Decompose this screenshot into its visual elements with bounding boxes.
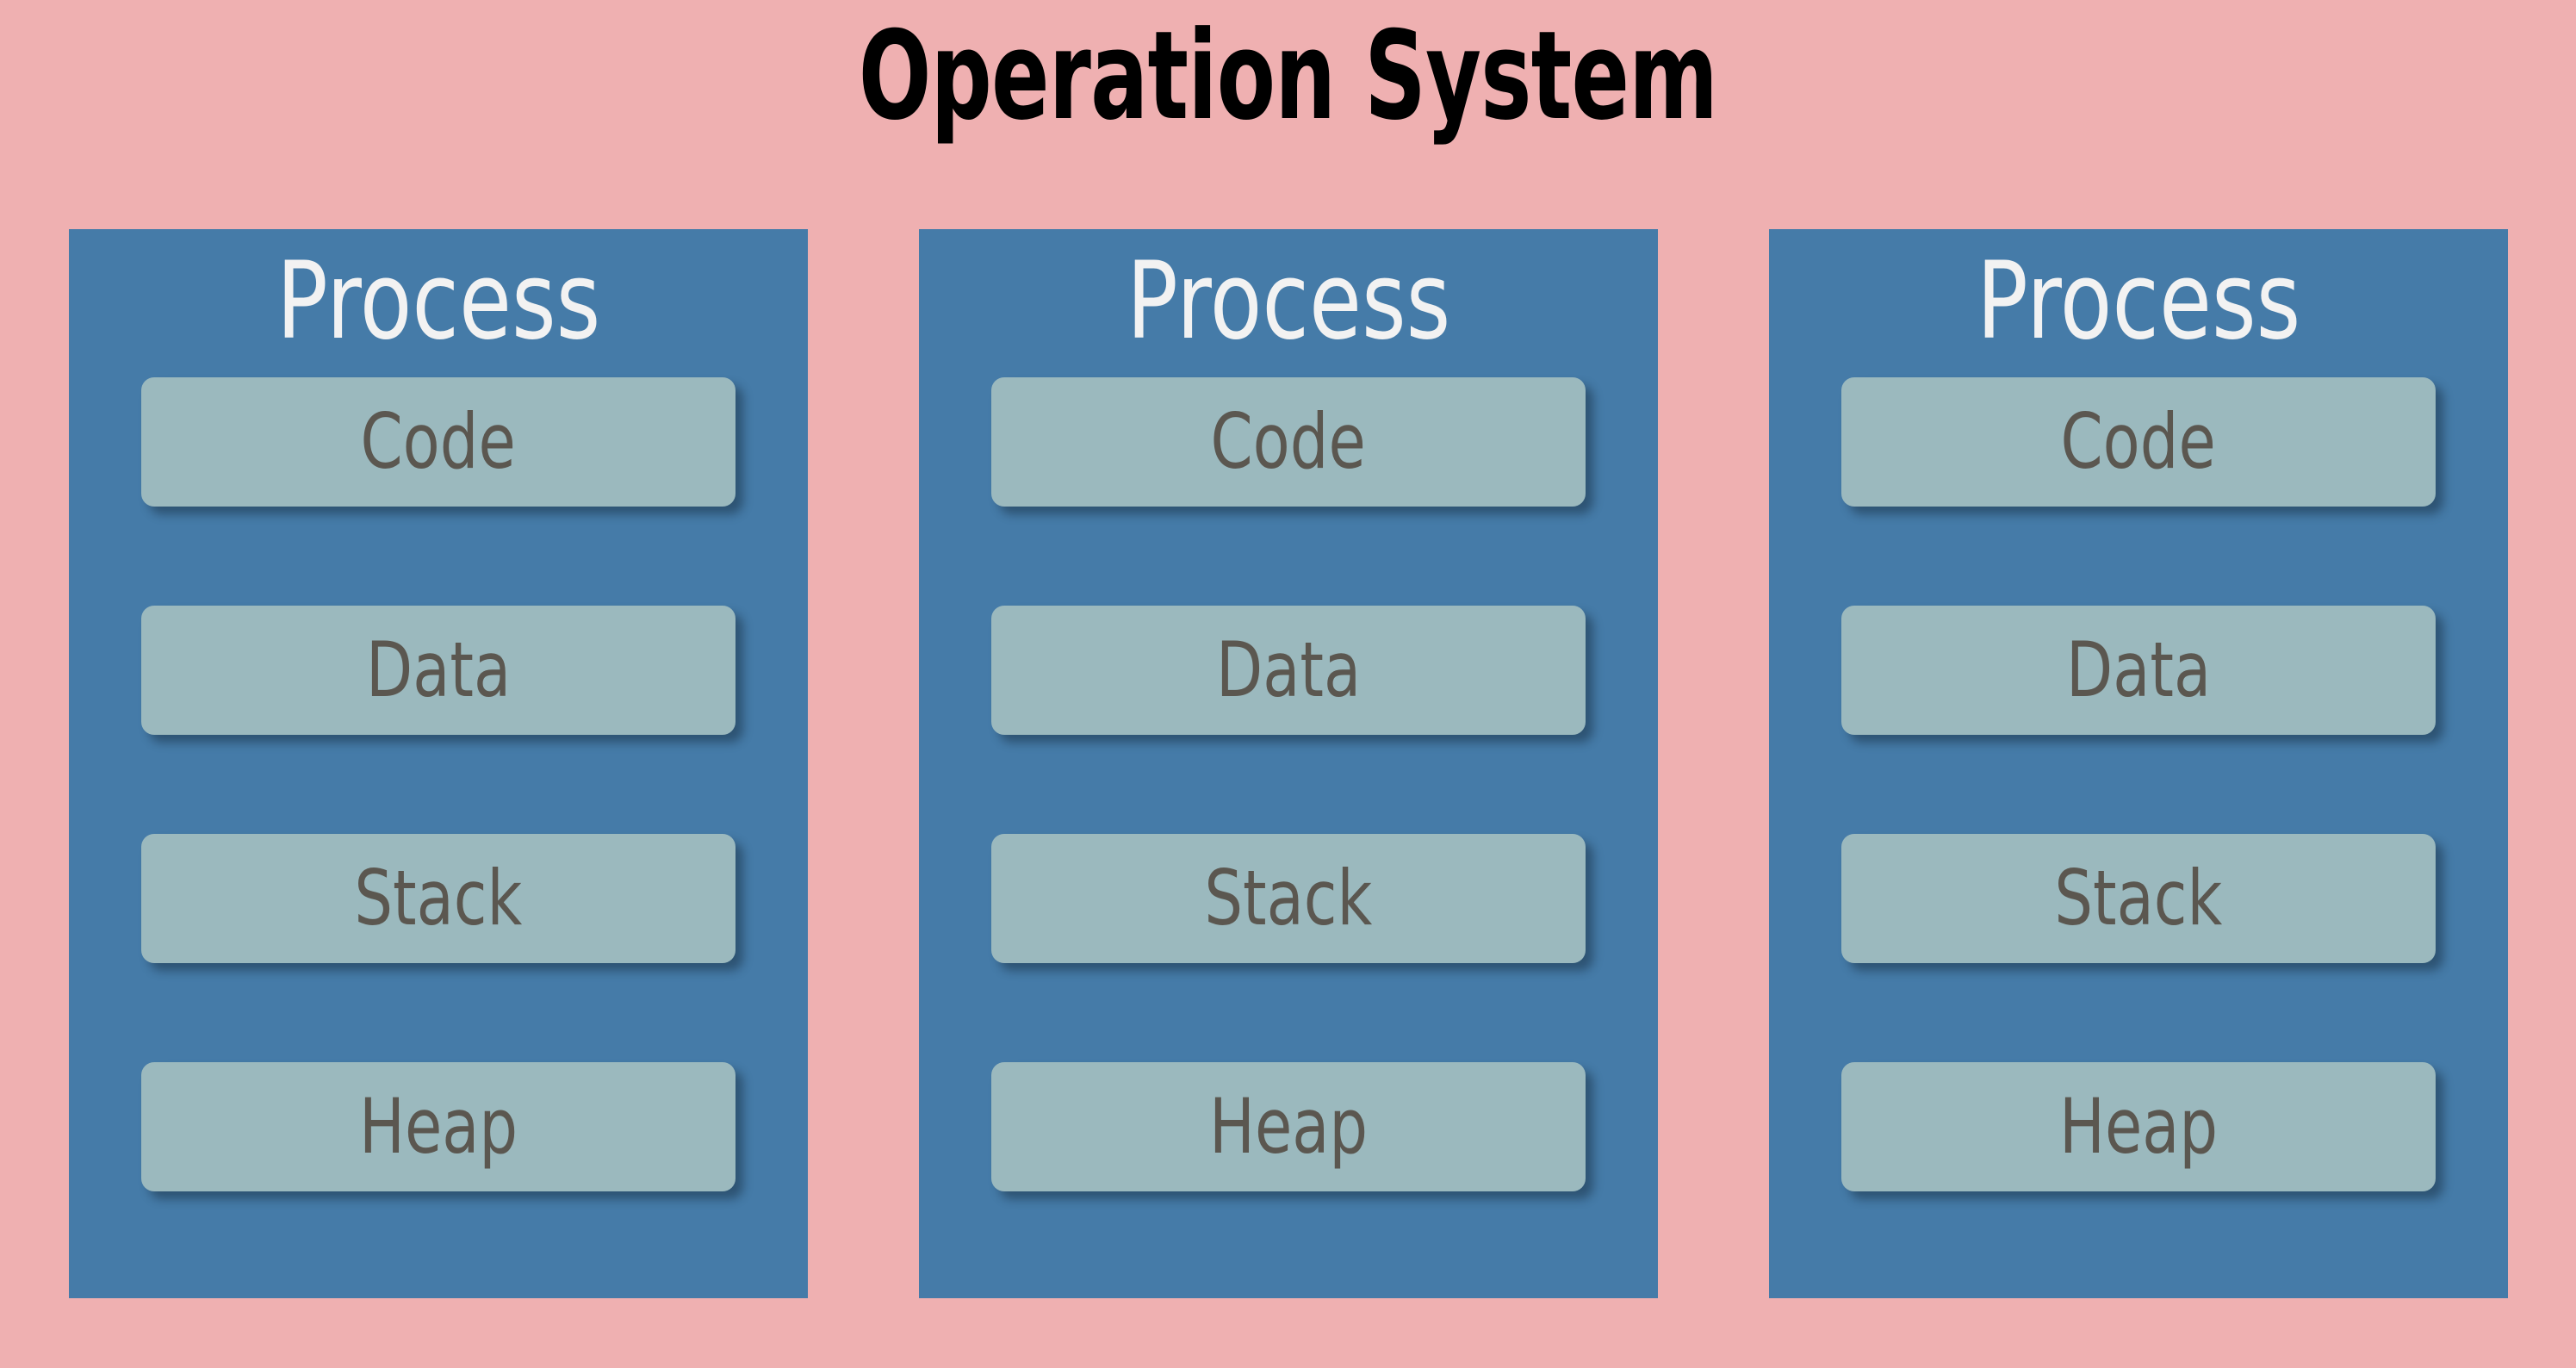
segment-data[interactable]: Data — [1841, 606, 2436, 735]
segment-label: Code — [360, 397, 517, 486]
segment-list: Code Data Stack Heap — [1769, 377, 2508, 1191]
process-row: Process Code Data Stack Heap Process — [69, 229, 2508, 1298]
segment-stack[interactable]: Stack — [991, 834, 1586, 963]
process-block-1[interactable]: Process Code Data Stack Heap — [69, 229, 808, 1298]
page-title: Operation System — [858, 5, 1718, 147]
segment-label: Heap — [1208, 1082, 1369, 1171]
segment-stack[interactable]: Stack — [141, 834, 736, 963]
segment-label: Code — [2060, 397, 2217, 486]
segment-code[interactable]: Code — [991, 377, 1586, 507]
segment-label: Stack — [1204, 854, 1373, 942]
segment-label: Heap — [2058, 1082, 2219, 1171]
segment-label: Data — [2065, 625, 2212, 714]
segment-data[interactable]: Data — [141, 606, 736, 735]
process-title: Process — [1976, 239, 2301, 364]
segment-heap[interactable]: Heap — [1841, 1062, 2436, 1191]
segment-label: Data — [1215, 625, 1362, 714]
process-block-2[interactable]: Process Code Data Stack Heap — [919, 229, 1658, 1298]
segment-label: Heap — [358, 1082, 518, 1171]
segment-label: Data — [365, 625, 512, 714]
segment-list: Code Data Stack Heap — [69, 377, 808, 1191]
segment-list: Code Data Stack Heap — [919, 377, 1658, 1191]
segment-label: Stack — [354, 854, 523, 942]
segment-label: Code — [1210, 397, 1367, 486]
segment-code[interactable]: Code — [141, 377, 736, 507]
segment-code[interactable]: Code — [1841, 377, 2436, 507]
process-title: Process — [276, 239, 601, 364]
segment-label: Stack — [2054, 854, 2223, 942]
segment-heap[interactable]: Heap — [141, 1062, 736, 1191]
segment-data[interactable]: Data — [991, 606, 1586, 735]
segment-heap[interactable]: Heap — [991, 1062, 1586, 1191]
process-block-3[interactable]: Process Code Data Stack Heap — [1769, 229, 2508, 1298]
segment-stack[interactable]: Stack — [1841, 834, 2436, 963]
process-title: Process — [1126, 239, 1451, 364]
